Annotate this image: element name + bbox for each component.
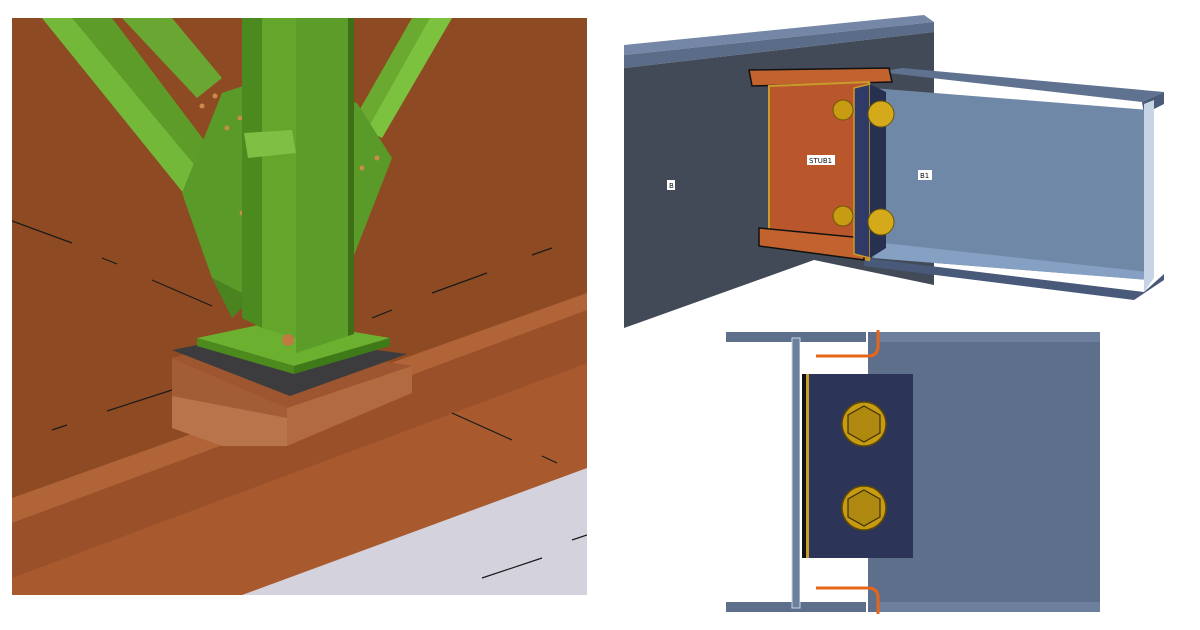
floor-area <box>242 468 587 595</box>
column-flange-edge <box>348 18 354 336</box>
secondary-beam-label: B1 <box>920 172 929 180</box>
column-flange-front <box>296 18 348 353</box>
stub-bottom-flange <box>758 227 865 261</box>
secondary-beam-label-box <box>918 170 932 180</box>
end-plate-section <box>802 374 808 558</box>
stub-label-box <box>807 155 835 165</box>
brace-left-highlight <box>42 18 222 216</box>
main-beam-top-flange <box>624 15 934 55</box>
gusset-plate-shade <box>202 258 252 318</box>
secondary-beam-end-face <box>1144 100 1154 292</box>
grade-beam <box>12 308 587 578</box>
main-beam-label: B <box>669 182 674 190</box>
column-web <box>262 18 296 338</box>
main-beam-top-edge <box>624 22 934 68</box>
main-web <box>791 337 801 609</box>
anchor-bolt <box>282 334 294 346</box>
end-plate-weld <box>806 374 809 558</box>
brace-right-highlight <box>367 18 452 138</box>
nut-top <box>832 99 854 121</box>
main-top-flange <box>726 332 866 342</box>
brace-left-upper <box>122 18 222 98</box>
beam-connection-section-view <box>720 326 1110 618</box>
cope-bottom <box>800 588 868 602</box>
base-plate-edge <box>197 338 294 374</box>
stub-label: STUB1 <box>809 157 832 165</box>
secondary-beam-bottom-flange <box>864 258 1164 300</box>
cope-outline-bottom <box>816 586 880 614</box>
beam-connection-3d-view: B STUB1 B1 <box>624 10 1180 330</box>
beam-bottom-flange <box>878 602 1100 612</box>
secondary-beam-top-flange <box>879 68 1164 102</box>
section-bolt-top <box>841 401 887 447</box>
pedestal-side <box>287 366 412 446</box>
base-plate-edge-right <box>294 338 390 374</box>
column-base-3d-view <box>12 18 587 595</box>
bolt-group <box>832 99 895 236</box>
section-bolt-bottom <box>841 485 887 531</box>
bolt-head-bottom <box>867 208 895 236</box>
nut-bottom <box>832 205 854 227</box>
stub-top-flange <box>748 67 893 87</box>
main-beam-label-box <box>667 180 675 190</box>
secondary-beam-flange-underside <box>874 242 1149 280</box>
pedestal-left <box>172 396 287 446</box>
cope-top <box>800 342 868 356</box>
end-plate <box>853 83 871 259</box>
bolt-head-top <box>867 100 895 128</box>
column-stiffener <box>244 130 296 158</box>
secondary-beam-web <box>872 88 1149 280</box>
cope-outline-top <box>816 330 880 358</box>
beam-top-flange <box>878 332 1100 342</box>
column-flange-left <box>242 18 262 328</box>
